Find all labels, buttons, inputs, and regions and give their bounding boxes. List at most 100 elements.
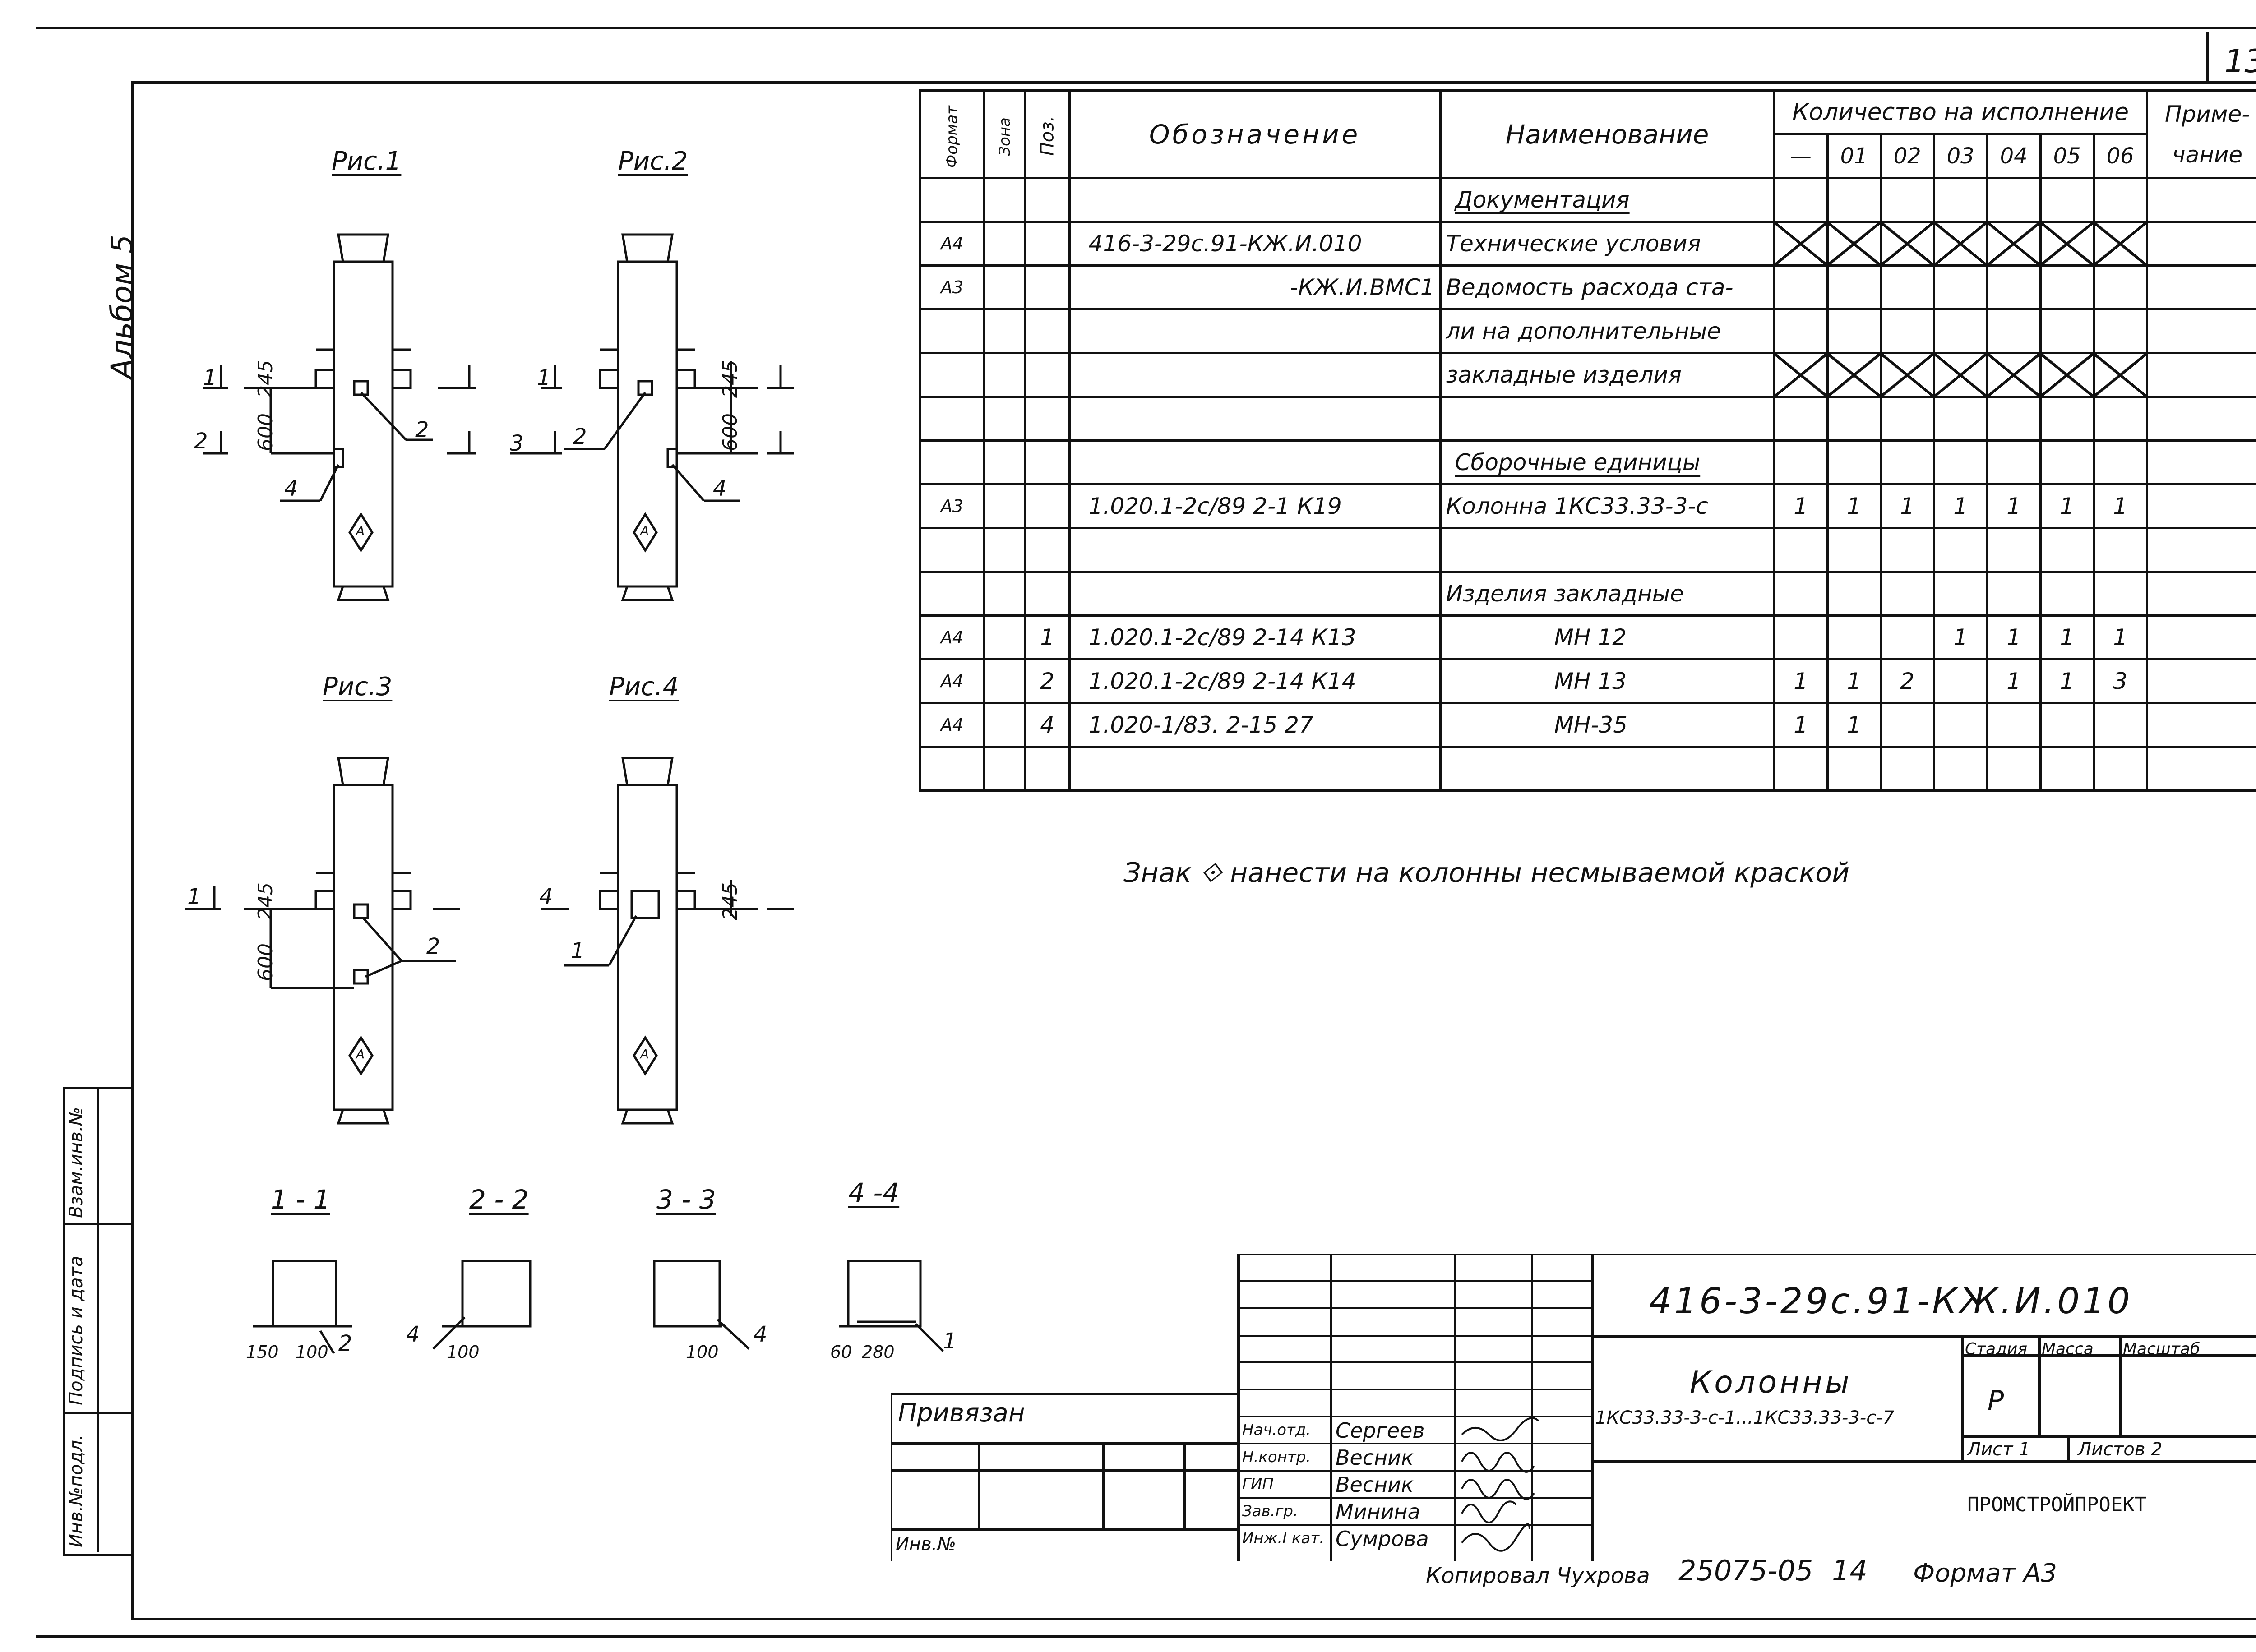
fig1-mark-a: A [356,523,365,538]
cell-format [919,571,985,617]
cell-qty: 1 [2039,614,2095,660]
cell-format [919,177,985,223]
cell-qty [1986,221,2042,267]
cell-qty [1826,177,1882,223]
header-variant: 01 [1826,133,1882,179]
header-zone: Зона [983,89,1026,179]
cell-designation [1068,439,1442,485]
cell-name: Технические условия [1439,221,1775,267]
cell-qty [2039,352,2095,398]
sec1-dim-100: 100 [296,1342,328,1362]
cell-designation [1068,308,1442,354]
fig1-label-1: 1 [203,365,217,391]
cell-qty [2039,571,2095,617]
fig1-label-2b: 2 [415,417,429,443]
dim-245-fig4: 245 [719,882,742,920]
header-qty: Количество на исполнение [1773,89,2148,135]
cell-qty: 2 [1879,658,1935,704]
stage-value: Р [1988,1385,2004,1417]
cell-name: МН 13 [1439,658,1775,704]
table-row: Документация [919,177,2256,223]
cell-qty [1932,177,1988,223]
table-row: Сборочные единицы [919,439,2256,485]
cell-qty [1826,527,1882,573]
header-variant: 05 [2039,133,2095,179]
cell-qty: 1 [1932,483,1988,529]
inv-label: Инв.№ [896,1534,956,1555]
cell-qty [1773,308,1829,354]
cell-designation: 416-3-29с.91-КЖ.И.010 [1068,221,1442,267]
signer-name: Сумрова [1336,1527,1429,1551]
header-format: Формат [919,89,985,179]
cell-qty: 1 [1879,483,1935,529]
cell-designation: 1.020-1/83. 2-15 27 [1068,702,1442,748]
cell-format [919,352,985,398]
order-number: 25075-05 [1678,1554,1813,1587]
signer-name: Весник [1336,1445,1414,1470]
fig2-mark-a: A [640,523,649,538]
cell-pos [1024,483,1071,529]
cell-qty: 1 [1773,702,1829,748]
fig1-label-4: 4 [284,476,298,501]
cell-format [919,527,985,573]
cell-note [2145,308,2256,354]
cell-format: А4 [919,702,985,748]
cell-qty [1932,439,1988,485]
header-variant: 02 [1879,133,1935,179]
cell-designation [1068,352,1442,398]
cell-qty: 1 [1986,658,2042,704]
cell-qty [1986,352,2042,398]
table-row: Изделия закладные [919,571,2256,617]
table-row: ли на дополнительные [919,308,2256,354]
cell-zone [983,177,1026,223]
fig3-mark-a: A [356,1047,365,1061]
signer-role: Н.контр. [1242,1448,1311,1466]
cell-name: Документация [1439,177,1775,223]
fig4-label-4: 4 [539,884,553,909]
cell-qty [1773,221,1829,267]
table-row [919,746,2256,792]
header-variant: — [1773,133,1829,179]
cell-pos [1024,746,1071,792]
fig3-label-1: 1 [187,884,201,909]
cell-pos [1024,352,1071,398]
sheet-label: Лист 1 [1967,1439,2030,1460]
cell-qty: 1 [1773,658,1829,704]
sec4-dim-280: 280 [862,1342,895,1362]
cell-note [2145,702,2256,748]
fig2-label-4: 4 [713,476,727,501]
cell-pos [1024,221,1071,267]
cell-qty [1773,527,1829,573]
cell-zone [983,746,1026,792]
cell-qty [2092,352,2148,398]
cell-note [2145,483,2256,529]
cell-qty [1932,658,1988,704]
dim-600-fig3: 600 [254,943,277,981]
signer-role: Нач.отд. [1242,1421,1311,1439]
cell-qty [2092,702,2148,748]
fig3-label-2: 2 [426,934,440,959]
cell-qty [1932,264,1988,310]
stage-label: Стадия [1965,1340,2028,1358]
cell-qty: 1 [2039,483,2095,529]
cell-qty [2039,177,2095,223]
cell-name: ли на дополнительные [1439,308,1775,354]
cell-zone [983,527,1026,573]
cell-format: А3 [919,483,985,529]
cell-name [1439,746,1775,792]
cell-qty [1932,571,1988,617]
cell-qty [1773,396,1829,442]
cell-note [2145,396,2256,442]
cell-qty [2039,264,2095,310]
cell-qty [2092,746,2148,792]
cell-designation [1068,527,1442,573]
cell-qty [1773,264,1829,310]
cell-qty [1932,746,1988,792]
cell-qty [2092,264,2148,310]
header-pos: Поз. [1024,89,1071,179]
cell-pos [1024,439,1071,485]
